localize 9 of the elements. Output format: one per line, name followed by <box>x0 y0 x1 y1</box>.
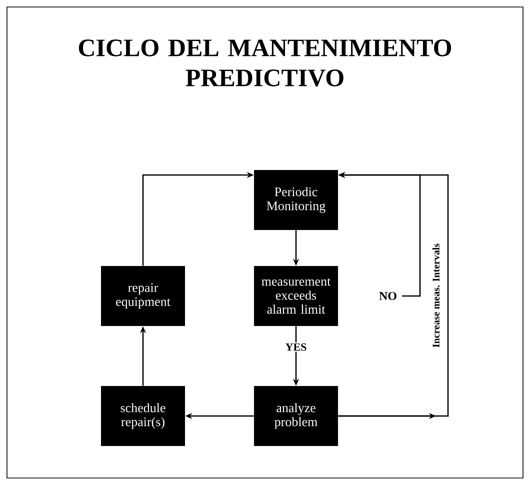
process-box: repair equipment <box>101 266 185 326</box>
process-box: Periodic Monitoring <box>254 170 338 230</box>
edge-label: Increase meas. Intervals <box>431 242 441 349</box>
edge-label: NO <box>378 290 398 302</box>
process-box: schedule repair(s) <box>101 386 185 446</box>
edge-label: YES <box>284 342 308 352</box>
process-box: analyze problem <box>254 386 338 446</box>
title: CICLO DEL MANTENIMIENTO PREDICTIVO <box>78 40 452 86</box>
process-box: measurement exceeds alarm limit <box>254 266 338 326</box>
